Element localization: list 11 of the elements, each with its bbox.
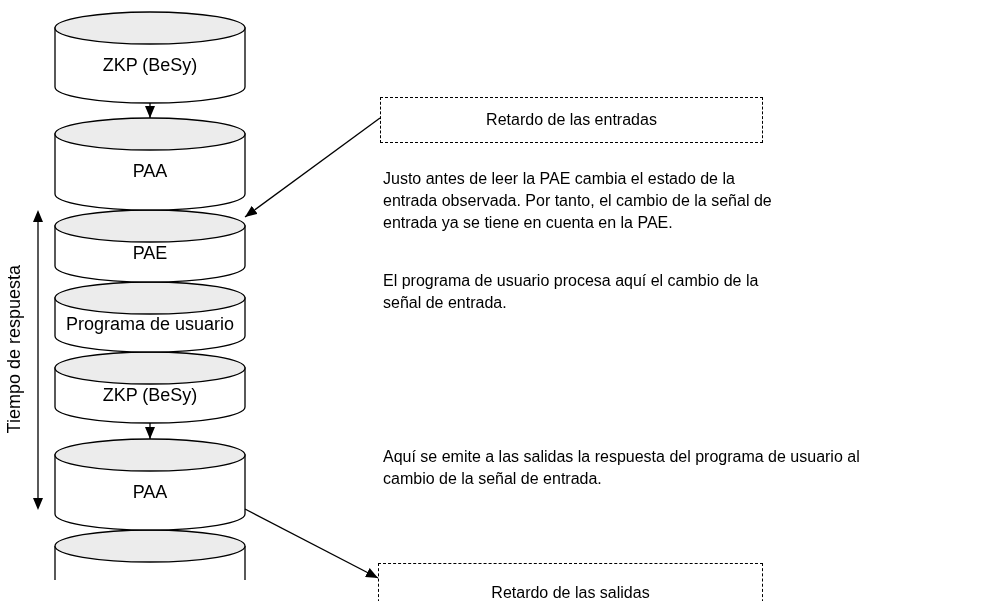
arrow: [244, 508, 379, 579]
note-text: Justo antes de leer la PAE cambia el estado de la entrada observada. Por tanto, el cambio de la señal de entrada ya se tiene en cuenta en la PAE.: [383, 169, 773, 233]
arrow: [145, 422, 155, 440]
cylinder: [55, 530, 245, 580]
note-text: El programa de usuario procesa aquí el cambio de la señal de entrada.: [383, 271, 760, 313]
arrow: [244, 117, 381, 218]
axis-label: Tiempo de respuesta: [4, 265, 25, 434]
note-text: Aquí se emite a las salidas la respuesta del programa de usuario al cambio de la señal de entrada.: [383, 447, 861, 489]
arrow: [145, 102, 155, 119]
dashed-box: Retardo de las salidas: [378, 563, 763, 601]
dashed-box: Retardo de las entradas: [380, 97, 763, 143]
